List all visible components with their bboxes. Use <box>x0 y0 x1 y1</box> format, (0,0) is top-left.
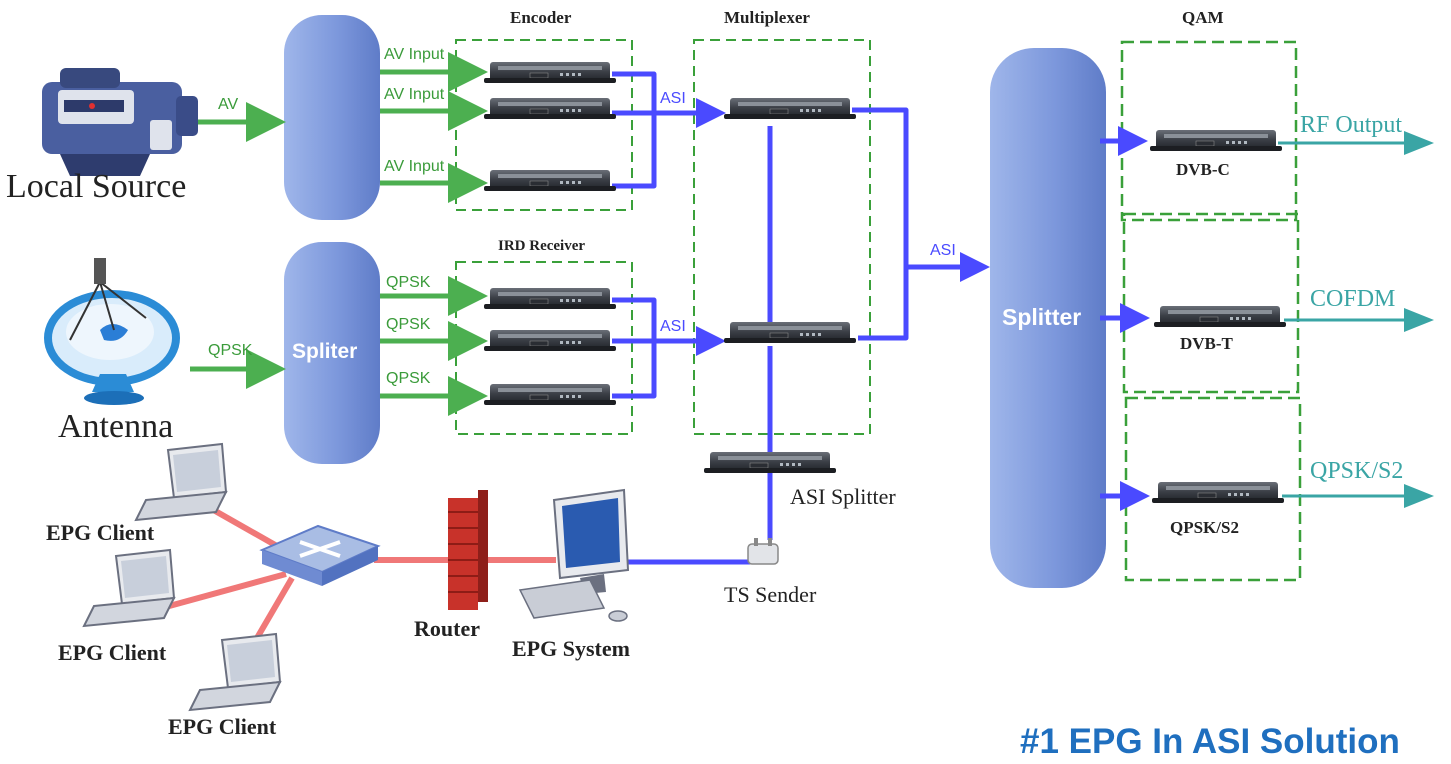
epg-client-label-1: EPG Client <box>46 520 155 545</box>
qpsk-s2-output-label: QPSK/S2 <box>1310 458 1404 484</box>
computer-monitor-icon <box>518 488 630 622</box>
encoder-box <box>455 39 633 211</box>
qpsk-s2-device <box>1151 481 1285 504</box>
qpsk-signal-label: QPSK <box>208 342 253 359</box>
epg-system-label: EPG System <box>512 636 630 661</box>
router-label: Router <box>414 616 480 641</box>
av-input-label-3: AV Input <box>384 158 445 175</box>
caption: #1 EPG In ASI Solution <box>1020 722 1400 761</box>
dvb-c-label: DVB-C <box>1176 160 1230 179</box>
laptop-icon <box>135 443 227 521</box>
av-splitter-pill <box>284 15 380 220</box>
asi-splitter-label: ASI Splitter <box>790 484 896 509</box>
multiplexer-title: Multiplexer <box>724 8 810 27</box>
ird-2 <box>483 329 617 352</box>
ird-1 <box>483 287 617 310</box>
qpsk-input-label-3: QPSK <box>386 370 431 387</box>
dvb-t-device <box>1153 305 1287 328</box>
ts-sender-label: TS Sender <box>724 582 817 607</box>
rf-output-label: RF Output <box>1300 112 1403 138</box>
qpsk-s2-device-label: QPSK/S2 <box>1170 518 1239 537</box>
laptop-icon <box>83 549 175 627</box>
multiplexer-1 <box>723 97 857 120</box>
spliter-label: Spliter <box>292 340 358 363</box>
camera-icon <box>42 68 198 176</box>
firewall-icon <box>448 490 488 610</box>
qpsk-spliter-pill <box>284 242 380 464</box>
ird-3 <box>483 383 617 406</box>
multiplexer-2 <box>723 321 857 344</box>
epg-client-label-3: EPG Client <box>168 714 277 739</box>
encoder-title: Encoder <box>510 8 572 27</box>
av-input-label-2: AV Input <box>384 86 445 103</box>
antenna-label: Antenna <box>58 408 174 445</box>
av-signal-label: AV <box>218 96 239 113</box>
av-input-label-1: AV Input <box>384 46 445 63</box>
switch-icon <box>259 524 381 586</box>
multiplexer-box <box>693 39 871 435</box>
laptop-icon <box>189 633 281 711</box>
local-source-label: Local Source <box>6 168 187 205</box>
epg-client-label-2: EPG Client <box>58 640 167 665</box>
qpsk-input-label-2: QPSK <box>386 316 431 333</box>
ird-receiver-title: IRD Receiver <box>498 238 586 254</box>
asi-label-ird: ASI <box>660 318 686 335</box>
encoder-1 <box>483 61 617 84</box>
dvb-t-label: DVB-T <box>1180 334 1233 353</box>
asi-label-encoder: ASI <box>660 90 686 107</box>
qam-title: QAM <box>1182 8 1224 27</box>
main-splitter-pill <box>990 48 1106 588</box>
asi-label-mux: ASI <box>930 242 956 259</box>
qam-box-dvbt <box>1122 212 1300 394</box>
ts-sender-icon <box>747 538 779 565</box>
asi-splitter-device <box>703 451 837 474</box>
encoder-3 <box>483 169 617 192</box>
antenna-icon <box>44 258 180 405</box>
splitter-label: Splitter <box>1002 304 1082 330</box>
qpsk-input-label-1: QPSK <box>386 274 431 291</box>
dvb-c-device <box>1149 129 1283 152</box>
encoder-2 <box>483 97 617 120</box>
cofdm-label: COFDM <box>1310 286 1396 312</box>
